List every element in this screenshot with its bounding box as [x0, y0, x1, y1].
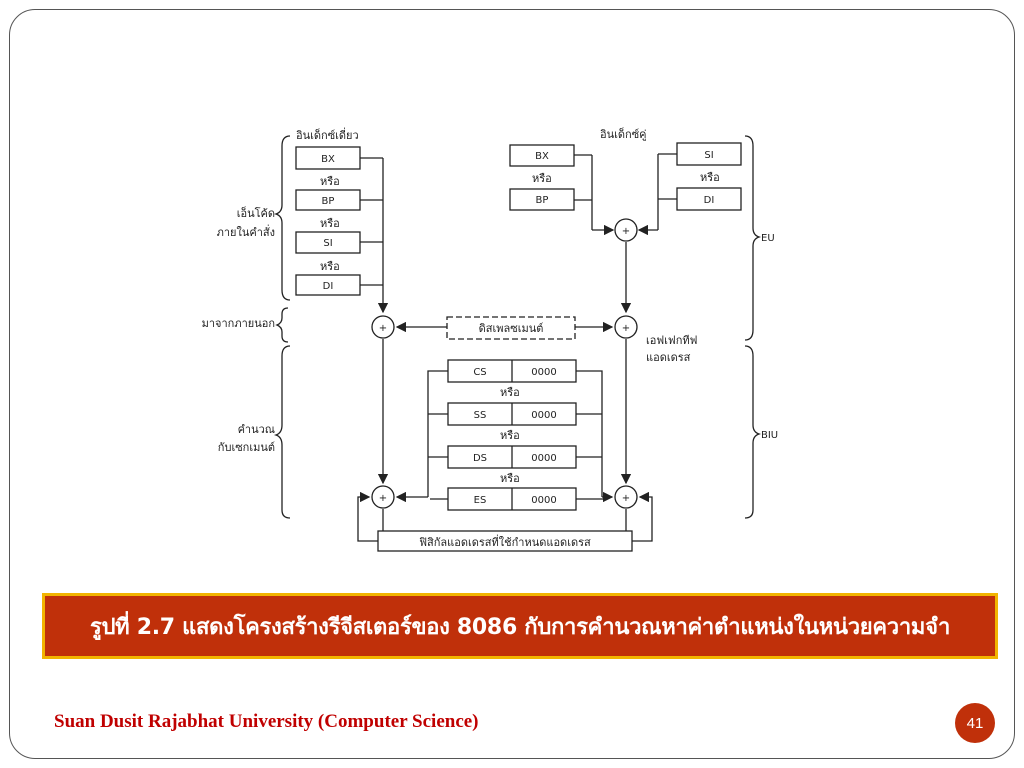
segment-calc-label: คำนวณ: [238, 423, 275, 436]
plus-symbol: +: [622, 226, 630, 237]
external-brace: [275, 307, 289, 343]
displacement-box: [446, 316, 576, 340]
double-index-label: อินเด็กซ์คู่: [600, 127, 647, 141]
or-label: หรือ: [320, 175, 340, 188]
reg-label: BX: [321, 154, 335, 165]
external-label: มาจากภายนอก: [202, 317, 275, 330]
physical-address-label: ฟิสิกัลแอดเดรสที่ใช้กำหนดแอดเดรส: [419, 534, 591, 549]
segment-value: 0000: [531, 453, 556, 464]
effective-address-label: แอดเดรส: [646, 351, 691, 364]
plus-symbol: +: [379, 323, 387, 334]
segment-reg-label: ES: [474, 495, 487, 506]
register-diagram: อินเด็กซ์เดี่ยว อินเด็กซ์คู่ BX BP SI DI…: [202, 127, 778, 552]
footer-university: Suan Dusit Rajabhat University (Computer…: [54, 711, 479, 732]
segment-reg-label: CS: [473, 367, 486, 378]
or-label: หรือ: [700, 171, 720, 184]
or-label: หรือ: [500, 429, 520, 442]
segment-value: 0000: [531, 495, 556, 506]
eu-brace: [744, 135, 762, 341]
plus-symbol: +: [622, 493, 630, 504]
encoded-label: ภายในคำสั่ง: [217, 224, 275, 239]
reg-label: BP: [322, 196, 335, 207]
or-label: หรือ: [532, 172, 552, 185]
single-index-label: อินเด็กซ์เดี่ยว: [296, 127, 359, 142]
segment-reg-label: DS: [473, 453, 487, 464]
or-label: หรือ: [500, 386, 520, 399]
segment-value: 0000: [531, 367, 556, 378]
biu-label: BIU: [761, 430, 778, 441]
or-label: หรือ: [500, 472, 520, 485]
segment-brace: [273, 345, 291, 519]
caption-text: รูปที่ 2.7 แสดงโครงสร้างรีจีสเตอร์ของ 80…: [89, 614, 951, 640]
reg-label: BP: [536, 195, 549, 206]
plus-symbol: +: [379, 493, 387, 504]
or-label: หรือ: [320, 217, 340, 230]
page-number: 41: [955, 703, 995, 743]
effective-address-label: เอฟเฟกทีฟ: [646, 334, 697, 347]
segment-calc-label: กับเซกเมนต์: [218, 441, 275, 454]
encoded-brace: [273, 135, 291, 301]
or-label: หรือ: [320, 260, 340, 273]
plus-symbol: +: [622, 323, 630, 334]
reg-label: BX: [535, 151, 549, 162]
reg-label: SI: [704, 150, 713, 161]
segment-reg-label: SS: [474, 410, 487, 421]
figure-caption: รูปที่ 2.7 แสดงโครงสร้างรีจีสเตอร์ของ 80…: [42, 593, 998, 659]
encoded-label: เอ็นโค้ด: [237, 206, 275, 220]
reg-label: DI: [323, 281, 334, 292]
reg-label: SI: [323, 238, 332, 249]
reg-label: DI: [704, 195, 715, 206]
segment-value: 0000: [531, 410, 556, 421]
biu-brace: [744, 345, 762, 519]
eu-label: EU: [761, 233, 775, 244]
displacement-label: ดิสเพลซเมนต์: [479, 322, 544, 335]
